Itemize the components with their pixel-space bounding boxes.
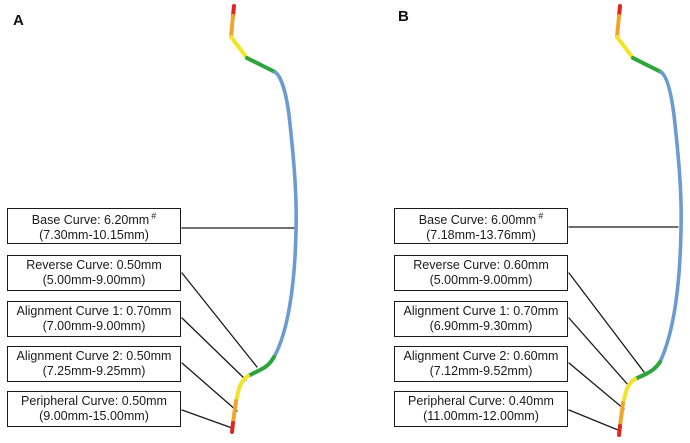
leader-reverse-curve-a: [181, 272, 258, 368]
panel-b-label: B: [398, 8, 409, 25]
callout-range: (5.00mm-9.00mm): [42, 273, 146, 287]
callout-range: (6.90mm-9.30mm): [429, 319, 533, 333]
callout-range: (9.00mm-15.00mm): [39, 409, 149, 423]
leader-reverse-curve-b: [568, 272, 645, 373]
base-curve-segment-b: [658, 70, 683, 364]
alignment-curve-2-top-segment-b: [615, 14, 621, 39]
callout-range: (7.00mm-9.00mm): [42, 319, 146, 333]
alignment-curve-2-callout-a: Alignment Curve 2: 0.50mm (7.25mm-9.25mm…: [7, 346, 181, 382]
callout-title: Alignment Curve 1: 0.70mm: [403, 304, 559, 318]
alignment-curve-1-bottom-segment-a: [234, 374, 250, 403]
alignment-curve-1-top-segment-a: [229, 35, 249, 60]
reverse-curve-callout-a: Reverse Curve: 0.50mm (5.00mm-9.00mm): [7, 255, 181, 291]
peripheral-curve-bottom-segment-b: [617, 424, 622, 437]
leader-alignment-curve-1-a: [181, 317, 247, 381]
base-curve-callout-b: Base Curve: 6.00mm# (7.18mm-13.76mm): [394, 208, 568, 244]
leader-peripheral-curve-b: [568, 409, 619, 431]
callout-title: Alignment Curve 2: 0.50mm: [16, 349, 172, 363]
alignment-curve-2-bottom-segment-a: [231, 399, 238, 425]
callout-title: Peripheral Curve: 0.40mm: [408, 394, 554, 408]
panel-b-lens-profile: [615, 4, 683, 437]
leader-alignment-curve-2-a: [181, 362, 238, 412]
base-curve-segment-a: [272, 70, 298, 359]
base-curve-callout-a: Base Curve: 6.20mm# (7.30mm-10.15mm): [7, 208, 181, 244]
panel-a-label: A: [13, 12, 24, 29]
panel-a-lens-profile: [229, 4, 298, 434]
callout-title: Peripheral Curve: 0.50mm: [21, 394, 167, 408]
callout-range: (7.30mm-10.15mm): [39, 228, 149, 243]
alignment-curve-2-callout-b: Alignment Curve 2: 0.60mm (7.12mm-9.52mm…: [394, 346, 568, 382]
leader-alignment-curve-2-b: [568, 362, 625, 410]
reverse-curve-bottom-segment-b: [633, 360, 662, 381]
panel-b-leader-lines: [568, 226, 679, 431]
panel-a-leader-lines: [181, 227, 295, 429]
callout-title: Base Curve: 6.00mm#: [418, 210, 544, 228]
alignment-curve-1-top-segment-b: [615, 35, 635, 60]
alignment-curve-1-callout-a: Alignment Curve 1: 0.70mm (7.00mm-9.00mm…: [7, 301, 181, 337]
callout-title: Reverse Curve: 0.60mm: [413, 258, 549, 272]
callout-range: (5.00mm-9.00mm): [429, 273, 533, 287]
peripheral-curve-callout-a: Peripheral Curve: 0.50mm (9.00mm-15.00mm…: [7, 391, 181, 427]
footnote-marker: #: [151, 210, 157, 221]
peripheral-curve-bottom-segment-a: [230, 421, 235, 434]
alignment-curve-1-bottom-segment-b: [621, 377, 637, 405]
reverse-curve-callout-b: Reverse Curve: 0.60mm (5.00mm-9.00mm): [394, 255, 568, 291]
reverse-curve-top-segment-a: [245, 56, 277, 74]
alignment-curve-1-callout-b: Alignment Curve 1: 0.70mm (6.90mm-9.30mm…: [394, 301, 568, 337]
callout-title: Base Curve: 6.20mm#: [31, 210, 157, 228]
footnote-marker: #: [538, 210, 544, 221]
callout-range: (7.25mm-9.25mm): [42, 364, 146, 378]
leader-peripheral-curve-a: [181, 409, 233, 429]
alignment-curve-2-top-segment-a: [229, 14, 235, 39]
reverse-curve-top-segment-b: [631, 56, 663, 74]
callout-range: (7.12mm-9.52mm): [429, 364, 533, 378]
callout-title: Alignment Curve 2: 0.60mm: [403, 349, 559, 363]
callout-range: (7.18mm-13.76mm): [426, 228, 536, 243]
reverse-curve-bottom-segment-a: [246, 355, 276, 378]
alignment-curve-2-bottom-segment-b: [618, 401, 625, 428]
callout-title: Alignment Curve 1: 0.70mm: [16, 304, 172, 318]
leader-alignment-curve-1-b: [568, 317, 630, 387]
callout-range: (11.00mm-12.00mm): [423, 409, 539, 423]
peripheral-curve-callout-b: Peripheral Curve: 0.40mm (11.00mm-12.00m…: [394, 391, 568, 427]
callout-title: Reverse Curve: 0.50mm: [26, 258, 162, 272]
